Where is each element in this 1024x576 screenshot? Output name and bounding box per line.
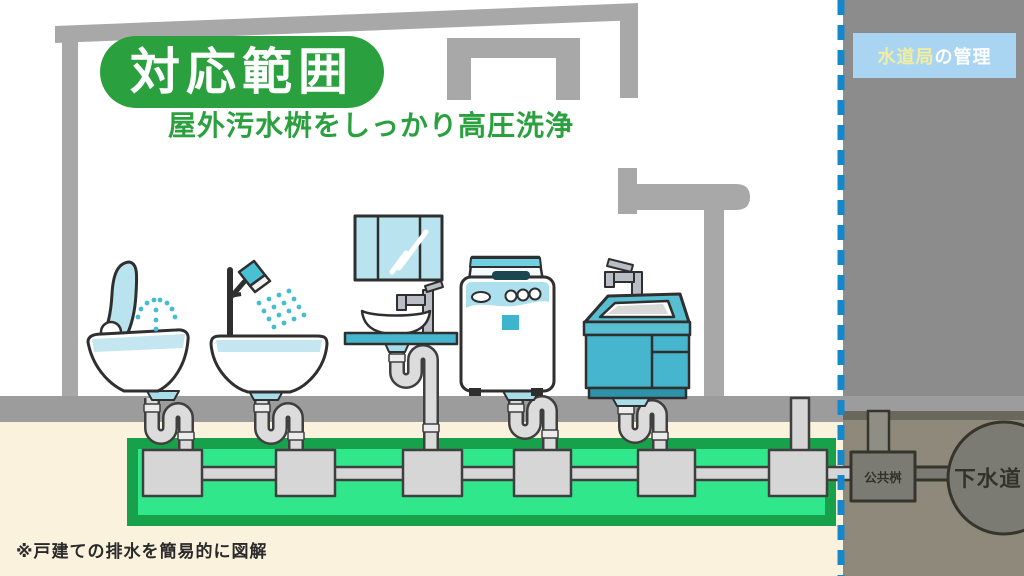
management-badge: 水道局の管理: [853, 33, 1016, 78]
toilet-icon: [86, 260, 190, 393]
drain-basin: [767, 448, 829, 498]
toilet-flange: [146, 390, 180, 401]
kitchen-faucet: [604, 258, 643, 301]
washbasin-icon: [343, 214, 459, 346]
shower-spray-dots: [256, 288, 307, 330]
public-sewer-section: 公共桝 下水道: [823, 409, 1024, 536]
detergent-door: [502, 315, 519, 330]
street-drop-pipe: [866, 409, 891, 458]
house-outline: [55, 3, 750, 396]
footnote: ※戸建ての排水を簡易的に図解: [16, 542, 268, 562]
sewer-circle: [946, 420, 1024, 536]
washing-machine-icon: [459, 255, 556, 396]
drain-basin: [274, 448, 337, 498]
counter-shelf: [343, 331, 459, 346]
management-badge-rest: の管理: [934, 46, 992, 68]
kitchen-sink-icon: [582, 258, 692, 400]
title-badge: 対応範囲: [100, 36, 384, 108]
public-basin-label: 公共桝: [864, 470, 902, 485]
lid-handle-slot: [492, 271, 530, 280]
drain-basin: [141, 448, 204, 498]
drain-basin: [636, 448, 697, 498]
subtitle: 屋外汚水桝をしっかり高圧洗浄: [168, 109, 575, 142]
management-badge-highlight: 水道局: [877, 46, 935, 68]
sewer-connection-pipe: [913, 465, 953, 482]
bathtub-icon: [209, 259, 329, 394]
kitchen-trap: [617, 399, 669, 456]
drain-basins: [141, 448, 829, 498]
drain-basin: [512, 448, 573, 498]
cabinet-front: [584, 333, 691, 390]
shower-handle: [228, 279, 247, 300]
service-area-highlight: [127, 438, 836, 526]
public-basin-box: [849, 450, 917, 503]
drain-pipes: [198, 396, 811, 482]
toilet-trap: [143, 398, 195, 456]
washbasin-trap: [388, 344, 440, 456]
bathtub-trap: [253, 398, 305, 456]
bidet-spray-dots: [135, 297, 178, 332]
washing-machine-trap: [507, 395, 559, 456]
outdoor-drop-pipe: [789, 396, 811, 458]
drain-basin: [401, 448, 464, 498]
sewer-label: 下水道: [954, 466, 1022, 492]
